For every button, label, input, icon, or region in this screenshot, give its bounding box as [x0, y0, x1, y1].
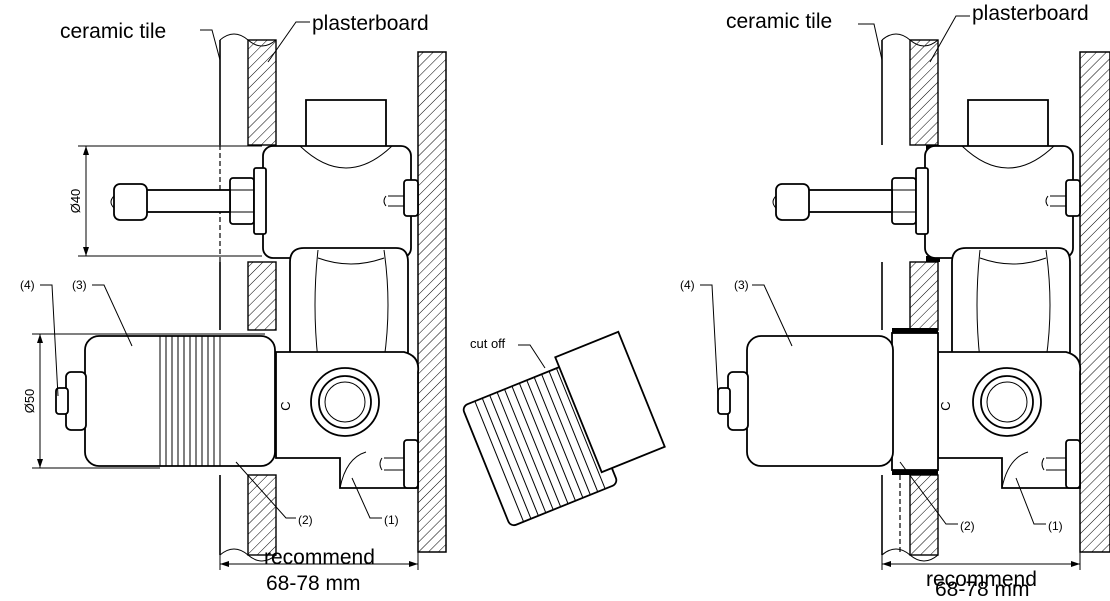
right-plasterboard-label: plasterboard — [972, 2, 1089, 25]
left-range-label: 68-78 mm — [266, 572, 361, 595]
left-dim-50: Ø50 — [22, 389, 37, 414]
left-spindle-cap — [113, 183, 148, 221]
right-recommend-label: recommend — [926, 568, 1037, 591]
right-label-1: (1) — [1048, 519, 1063, 533]
left-valve-upper-body — [262, 145, 412, 259]
left-label-4: (4) — [20, 278, 35, 292]
left-thread-ribs — [159, 336, 221, 466]
right-plasterboard-mid — [909, 261, 939, 331]
right-range-label: 68-78 mm — [935, 578, 1030, 601]
left-plasterboard-mid — [247, 261, 277, 331]
left-hex-nut-outer — [229, 177, 255, 225]
cut-off-pieces: cut off — [462, 330, 666, 527]
right-label-2: (2) — [960, 519, 975, 533]
left-ceramic-tile-label: ceramic tile — [60, 20, 166, 43]
left-valve-middle-body — [289, 247, 409, 363]
right-sleeve — [891, 332, 939, 471]
cut-sleeve-piece — [554, 330, 666, 474]
right-label-3: (3) — [734, 278, 749, 292]
right-label-4: (4) — [680, 278, 695, 292]
right-cartridge-body — [746, 335, 894, 467]
left-plasterboard-label: plasterboard — [312, 12, 429, 35]
left-cartridge-knob — [65, 371, 87, 431]
left-spindle-stem — [144, 189, 231, 213]
left-cartridge-body — [84, 335, 276, 467]
left-hex-nut-inner — [253, 167, 267, 235]
cut-off-label: cut off — [470, 336, 506, 351]
left-dim-40: Ø40 — [68, 189, 83, 214]
left-label-3: (3) — [72, 278, 87, 292]
left-marking-c: C — [278, 401, 293, 410]
right-plasterboard-bottom — [909, 474, 939, 556]
left-recommend-label: recommend — [264, 546, 375, 569]
left-plasterboard-bottom — [247, 474, 277, 556]
right-valve-upper-body — [924, 145, 1074, 259]
left-label-1: (1) — [384, 513, 399, 527]
right-plasterboard-top — [909, 39, 939, 146]
left-assembly: C — [20, 12, 447, 595]
right-ceramic-tile-label: ceramic tile — [726, 10, 832, 33]
left-label-2: (2) — [298, 513, 313, 527]
right-back-wall — [1079, 51, 1110, 553]
left-back-wall — [417, 51, 447, 553]
right-assembly: C ceramic tile plasterboard (4) (3) (2) … — [680, 2, 1110, 601]
right-marking-c: C — [938, 401, 953, 410]
